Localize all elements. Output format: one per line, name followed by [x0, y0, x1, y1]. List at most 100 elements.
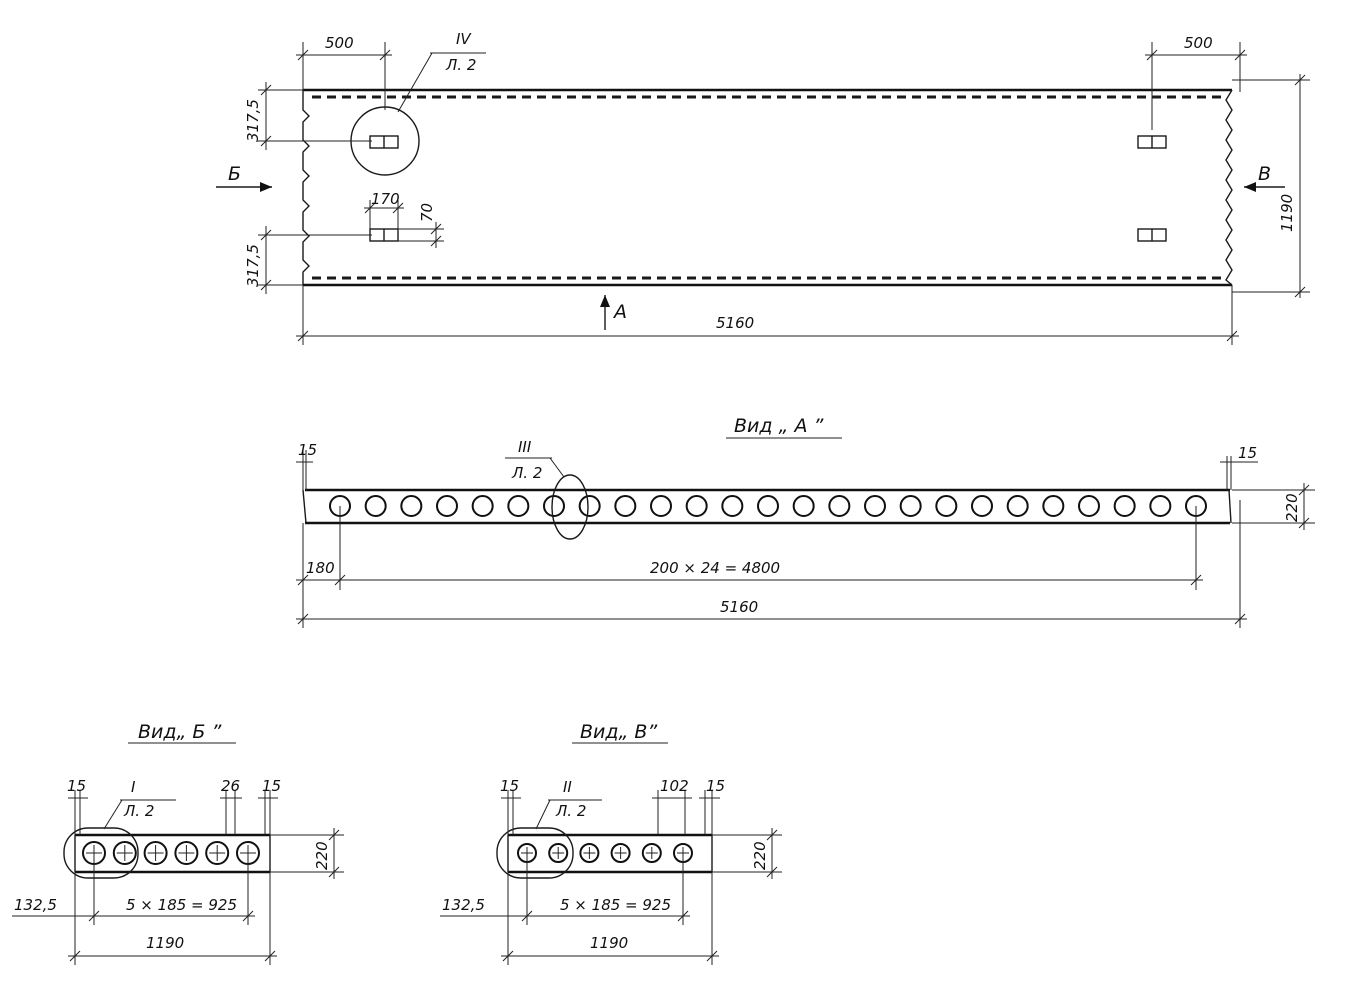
dim-15-left-a-label: 15 — [298, 441, 317, 459]
callout-leader-iii — [549, 457, 565, 478]
void-hole — [112, 841, 137, 865]
arrow-b — [216, 182, 272, 192]
dim-102-v-label: 102 — [660, 777, 689, 795]
void-hole — [610, 843, 631, 863]
view-v-holes — [517, 843, 693, 863]
lifting-loop-top-right — [1137, 135, 1167, 149]
callout-iii-sheet: Л. 2 — [511, 464, 542, 482]
dim-220-a-label: 220 — [1283, 493, 1301, 522]
void-hole — [1006, 495, 1029, 517]
dim-15-right-a — [1220, 456, 1258, 490]
dim-220-a — [1232, 483, 1315, 530]
void-hole — [971, 495, 993, 517]
dim-220-v — [712, 828, 782, 879]
arrow-v-label: В — [1258, 163, 1271, 185]
dim-1190-b-label: 1190 — [146, 934, 184, 952]
void-hole — [507, 495, 530, 517]
void-hole — [721, 495, 744, 517]
dim-132-b-label: 132,5 — [14, 896, 57, 914]
view-a-title: Вид „ А ” — [734, 415, 823, 437]
dim-1190-plan — [1232, 74, 1310, 298]
void-hole — [579, 843, 600, 863]
void-hole — [650, 495, 672, 517]
void-hole — [935, 495, 958, 517]
callout-leader-ii — [535, 799, 551, 830]
void-hole — [400, 495, 423, 517]
void-hole — [578, 495, 601, 517]
dim-317-top-label: 317,5 — [244, 99, 262, 142]
void-hole — [205, 841, 230, 865]
dim-top-b — [68, 790, 278, 835]
void-hole — [757, 495, 779, 517]
dim-500-left-label: 500 — [325, 34, 354, 52]
void-hole — [792, 495, 815, 517]
view-a-left-end — [302, 489, 307, 524]
void-hole — [685, 495, 708, 517]
plan-left-edge — [302, 90, 310, 285]
callout-leader-i — [103, 799, 123, 830]
dim-1190-plan-label: 1190 — [1278, 194, 1296, 232]
view-a-right-end — [1228, 489, 1232, 524]
dim-500-right — [1145, 42, 1247, 130]
void-hole — [1042, 495, 1065, 517]
detail-outline-i — [63, 827, 139, 879]
dim-220-b-label: 220 — [313, 841, 331, 870]
dim-317-bottom — [258, 226, 372, 294]
void-hole — [436, 495, 458, 517]
dim-top-v — [501, 790, 720, 835]
plan-right-edge — [1225, 89, 1233, 286]
dim-180-a-label: 180 — [306, 559, 335, 577]
view-b-title: Вид„ Б ” — [138, 721, 221, 743]
arrow-a-label: А — [612, 301, 627, 323]
dim-pitch-a-label: 200 × 24 = 4800 — [650, 559, 780, 577]
dim-15-right-b-label: 15 — [262, 777, 281, 795]
dim-1190-v-label: 1190 — [590, 934, 628, 952]
dim-26-b-label: 26 — [221, 777, 240, 795]
void-hole — [614, 495, 637, 517]
dim-15-right-a-label: 15 — [1238, 444, 1257, 462]
detail-outline-ii — [496, 827, 574, 879]
arrow-a — [600, 295, 610, 330]
void-hole — [143, 841, 168, 865]
void-hole — [548, 843, 569, 863]
dim-5160-a — [296, 500, 1247, 628]
lifting-loop-bottom-right — [1137, 228, 1167, 242]
dim-220-v-label: 220 — [751, 841, 769, 870]
void-hole — [641, 843, 662, 863]
void-hole — [864, 495, 886, 517]
dim-170 — [364, 200, 404, 232]
dim-70-label: 70 — [418, 203, 436, 222]
dim-5160-plan-label: 5160 — [716, 314, 754, 332]
arrow-b-label: Б — [228, 163, 241, 185]
dim-500-right-label: 500 — [1184, 34, 1213, 52]
void-hole — [828, 495, 851, 517]
dim-5160-plan — [296, 285, 1239, 345]
dim-5160-a-label: 5160 — [720, 598, 758, 616]
dim-pitch-a — [296, 506, 1203, 590]
dim-1190-v — [501, 872, 719, 965]
void-hole — [174, 841, 199, 865]
dim-15-right-v-label: 15 — [706, 777, 725, 795]
void-hole — [471, 495, 494, 517]
void-hole — [364, 495, 387, 517]
dim-170-label: 170 — [371, 190, 400, 208]
void-hole — [899, 495, 922, 517]
lifting-loop-top-left — [369, 135, 399, 149]
callout-iii-number: III — [518, 438, 532, 456]
dim-500-left — [296, 42, 392, 110]
callout-leader-iv — [397, 52, 433, 113]
void-hole — [1149, 495, 1172, 517]
void-hole — [1113, 495, 1136, 517]
view-v-title: Вид„ В” — [580, 721, 657, 743]
view-b-holes — [82, 841, 260, 865]
callout-ii-sheet: Л. 2 — [555, 802, 586, 820]
callout-i-number: I — [131, 778, 136, 796]
view-v: Вид„ В” II Л. 2 15 102 15 — [440, 721, 782, 965]
dim-pitch-v-label: 5 × 185 = 925 — [560, 896, 671, 914]
dim-1190-b — [68, 872, 277, 965]
view-a: Вид „ А ” III Л. 2 15 15 — [296, 415, 1315, 628]
dim-317-bottom-label: 317,5 — [244, 244, 262, 287]
dim-pitch-v — [440, 853, 690, 925]
dim-70 — [398, 222, 444, 248]
dim-15-left-b-label: 15 — [67, 777, 86, 795]
